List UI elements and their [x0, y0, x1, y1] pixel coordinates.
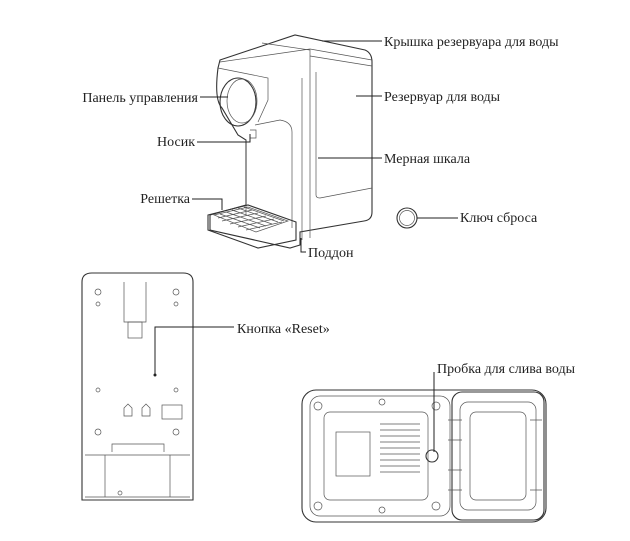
label-drip-tray: Поддон [308, 246, 354, 261]
reset-key-illustration [396, 207, 418, 229]
label-control-panel: Панель управления [82, 91, 198, 106]
label-drain-plug: Пробка для слива воды [437, 362, 576, 377]
leader-lines [154, 40, 458, 452]
label-reset-key: Ключ сброса [460, 211, 538, 226]
label-spout: Носик [157, 135, 195, 150]
label-tank-lid: Крышка резервуара для воды [384, 35, 559, 50]
label-drip-grid: Решетка [140, 192, 191, 207]
dispenser-front-view [207, 34, 373, 249]
label-water-tank: Резервуар для воды [384, 90, 501, 105]
label-measuring-scale: Мерная шкала [384, 152, 471, 167]
dispenser-bottom-view [301, 389, 547, 523]
dispenser-back-view [81, 272, 194, 501]
label-reset-button: Кнопка «Reset» [237, 322, 330, 337]
